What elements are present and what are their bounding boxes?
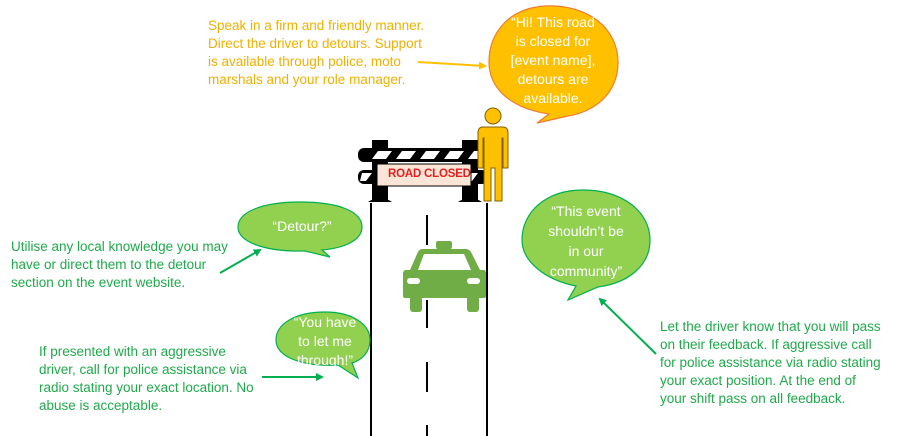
note-line: your exact position. At the end of <box>660 373 856 388</box>
note-line: section on the event website. <box>11 275 186 290</box>
note-line: Speak in a firm and friendly manner. <box>208 18 425 33</box>
top-note-arrow <box>417 61 487 70</box>
bubble-line: in our <box>568 243 604 259</box>
note-line: on their feedback. If aggressive call <box>660 337 872 352</box>
road-closed-label: ROAD CLOSED <box>388 168 471 180</box>
let-through-speech-bubble <box>275 311 371 380</box>
detour-speech-text: “Detour?” <box>248 217 356 236</box>
bubble-line: detours are <box>517 71 589 87</box>
note-line: Let the driver know that you will pass <box>660 319 881 334</box>
bubble-line: community” <box>549 263 623 279</box>
marshal-speech-text: “Hi! This road is closed for [event name… <box>493 13 613 108</box>
community-speech-bubble <box>521 189 651 302</box>
note-line: is available through police, moto <box>208 54 401 69</box>
bubble-line: through!” <box>296 352 354 368</box>
note-line: If presented with an aggressive <box>39 344 226 359</box>
bubble-line: to let me <box>298 333 352 349</box>
road-closed-sign <box>376 163 472 187</box>
bubble-line: “This event <box>551 203 621 219</box>
person-icon <box>477 107 509 202</box>
local-knowledge-note: Utilise any local knowledge you may have… <box>11 238 228 292</box>
note-line: for police assistance via radio stating <box>660 355 881 370</box>
marshal-speech-bubble <box>488 5 619 124</box>
note-line: Utilise any local knowledge you may <box>11 239 228 254</box>
bubble-line: “Hi! This road <box>511 14 595 30</box>
top-note: Speak in a firm and friendly manner. Dir… <box>208 17 424 89</box>
bubble-line: “You have <box>293 314 357 330</box>
note-line: your shift pass on all feedback. <box>660 391 846 406</box>
bubble-line: is closed for <box>515 33 591 49</box>
local-knowledge-arrow <box>219 249 262 274</box>
note-line: radio stating your exact location. No <box>39 380 254 395</box>
bubble-line: available. <box>523 90 583 106</box>
bubble-line: [event name], <box>510 52 596 68</box>
note-line: marshals and your role manager. <box>208 72 406 87</box>
taxi-icon <box>403 241 486 312</box>
feedback-note: Let the driver know that you will pass o… <box>660 318 881 408</box>
aggressive-driver-note: If presented with an aggressive driver, … <box>39 343 254 415</box>
bubble-line: “Detour?” <box>272 218 332 234</box>
detour-speech-bubble <box>237 201 363 258</box>
note-line: Direct the driver to detours. Support <box>208 36 422 51</box>
community-speech-text: “This event shouldn’t be in our communit… <box>530 201 642 281</box>
note-line: driver, call for police assistance via <box>39 362 247 377</box>
road <box>370 203 488 436</box>
note-line: have or direct them to the detour <box>11 257 207 272</box>
road-barrier-icon <box>358 140 488 202</box>
note-line: abuse is acceptable. <box>39 398 163 413</box>
bubble-line: shouldn’t be <box>548 223 624 239</box>
let-through-speech-text: “You have to let me through!” <box>280 313 370 370</box>
feedback-arrow <box>598 297 657 355</box>
